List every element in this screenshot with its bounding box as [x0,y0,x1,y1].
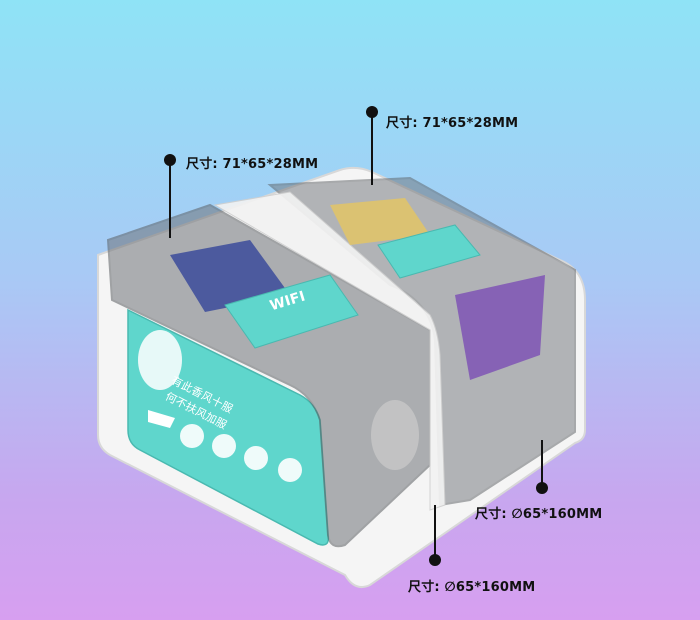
panel-icon [278,458,302,482]
marker-dot [366,106,378,118]
marker-dot [429,554,441,566]
product-card-top [330,198,430,245]
marker-dot [536,482,548,494]
product-box-left [170,240,290,312]
product-roll [371,400,419,470]
panel-arrow [148,410,175,428]
product-box-right [455,275,545,380]
panel-icon [180,424,204,448]
glass-compartment-left [106,203,431,548]
marker-dot [164,154,176,166]
panel-icon [244,446,268,470]
info-sign-plate [377,224,481,279]
panel-icon [212,434,236,458]
annotation-top-left: 尺寸: 71*65*28MM [186,157,319,172]
annotation-bottom-left: 尺寸: ∅65*160MM [408,580,536,595]
annotation-bottom-right: 尺寸: ∅65*160MM [475,507,603,522]
wifi-sign-plate [224,274,359,349]
annotation-top-right: 尺寸: 71*65*28MM [386,116,519,131]
panel-face-graphic [138,330,182,390]
center-divider [213,191,446,511]
